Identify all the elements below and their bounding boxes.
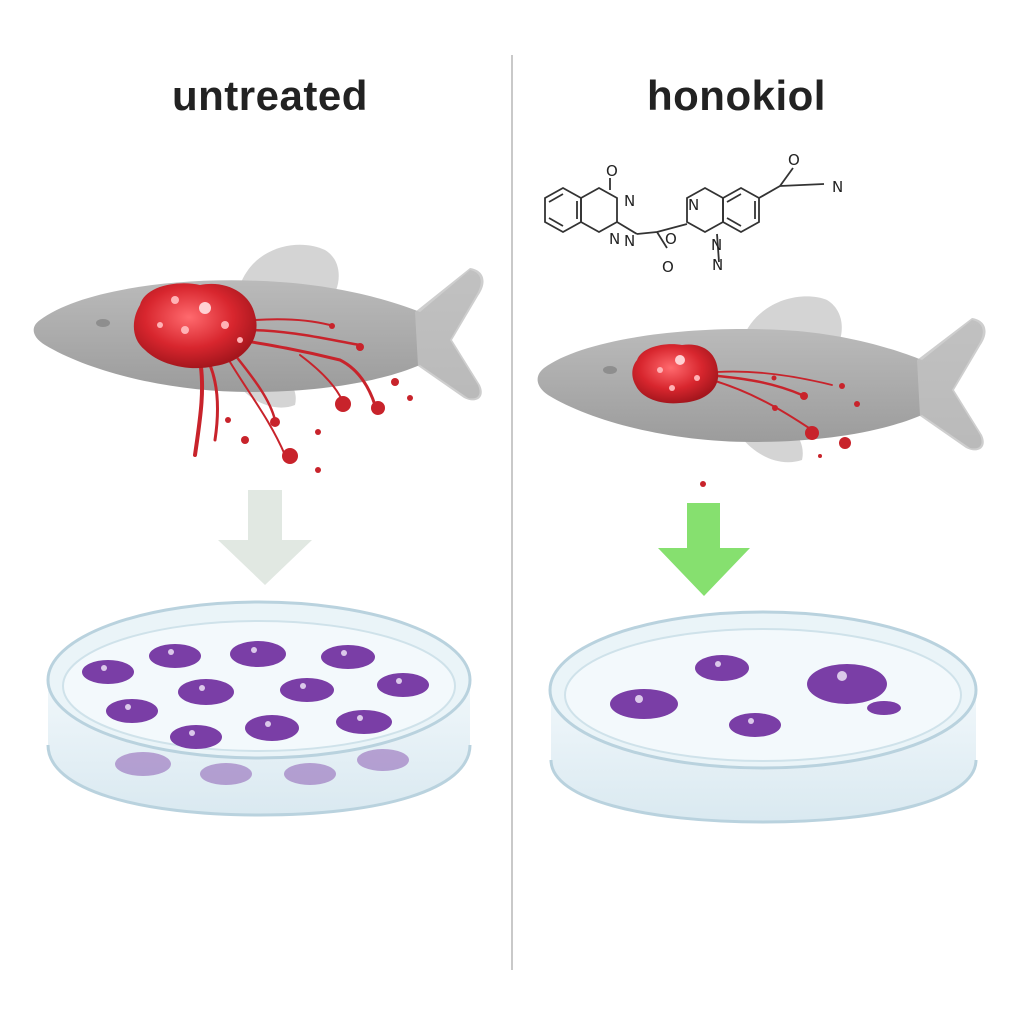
colony (106, 699, 158, 723)
colony (357, 749, 409, 771)
colony (377, 673, 429, 697)
colony (82, 660, 134, 684)
colony (610, 689, 678, 719)
cell-colonies (82, 641, 429, 785)
panel-divider (511, 55, 513, 970)
colony (200, 763, 252, 785)
svg-text:N: N (609, 230, 620, 248)
fish-eye (603, 366, 617, 374)
svg-text:N: N (832, 178, 843, 196)
colony (149, 644, 201, 668)
down-arrow (218, 490, 312, 585)
colony (695, 655, 749, 681)
svg-text:O: O (665, 230, 677, 248)
untreated-panel: untreated (33, 72, 484, 817)
svg-text:N: N (711, 236, 722, 254)
down-arrow (658, 503, 750, 596)
colony (807, 664, 887, 704)
honokiol-structure (544, 167, 825, 263)
untreated-title: untreated (172, 72, 368, 119)
untreated-fish (33, 244, 484, 408)
svg-text:N: N (688, 196, 699, 214)
colony (170, 725, 222, 749)
treated-fish (537, 296, 986, 463)
colony (115, 752, 171, 776)
fish-body (33, 270, 481, 399)
svg-text:O: O (788, 151, 800, 169)
colony (729, 713, 781, 737)
petri-dish-treated (548, 610, 978, 824)
svg-text:N: N (624, 192, 635, 210)
colony (336, 710, 392, 734)
primary-tumor (133, 283, 257, 369)
petri-dish-untreated (46, 600, 472, 817)
colony (280, 678, 334, 702)
honokiol-panel: honokiol (512, 0, 1024, 1024)
cell-colonies (610, 655, 901, 737)
reduced-tumor (632, 344, 860, 487)
svg-text:O: O (606, 162, 618, 180)
primary-tumor (632, 344, 719, 404)
untreated-illustration (33, 244, 484, 817)
caudal-fin (415, 268, 484, 401)
molecule-atom-labels: O N N N O O N N N O N (606, 151, 843, 276)
caudal-fin (917, 318, 986, 451)
svg-text:O: O (662, 258, 674, 276)
tumor-metastasis (133, 283, 413, 473)
fish-body (537, 320, 983, 449)
colony (867, 701, 901, 715)
honokiol-illustration: O N N N O O N N N O N (537, 151, 986, 824)
svg-text:N: N (624, 232, 635, 250)
colony (284, 763, 336, 785)
honokiol-title: honokiol (647, 72, 826, 119)
fish-eye (96, 319, 110, 327)
colony (321, 645, 375, 669)
colony (178, 679, 234, 705)
colony (230, 641, 286, 667)
colony (245, 715, 299, 741)
svg-text:N: N (712, 256, 723, 274)
